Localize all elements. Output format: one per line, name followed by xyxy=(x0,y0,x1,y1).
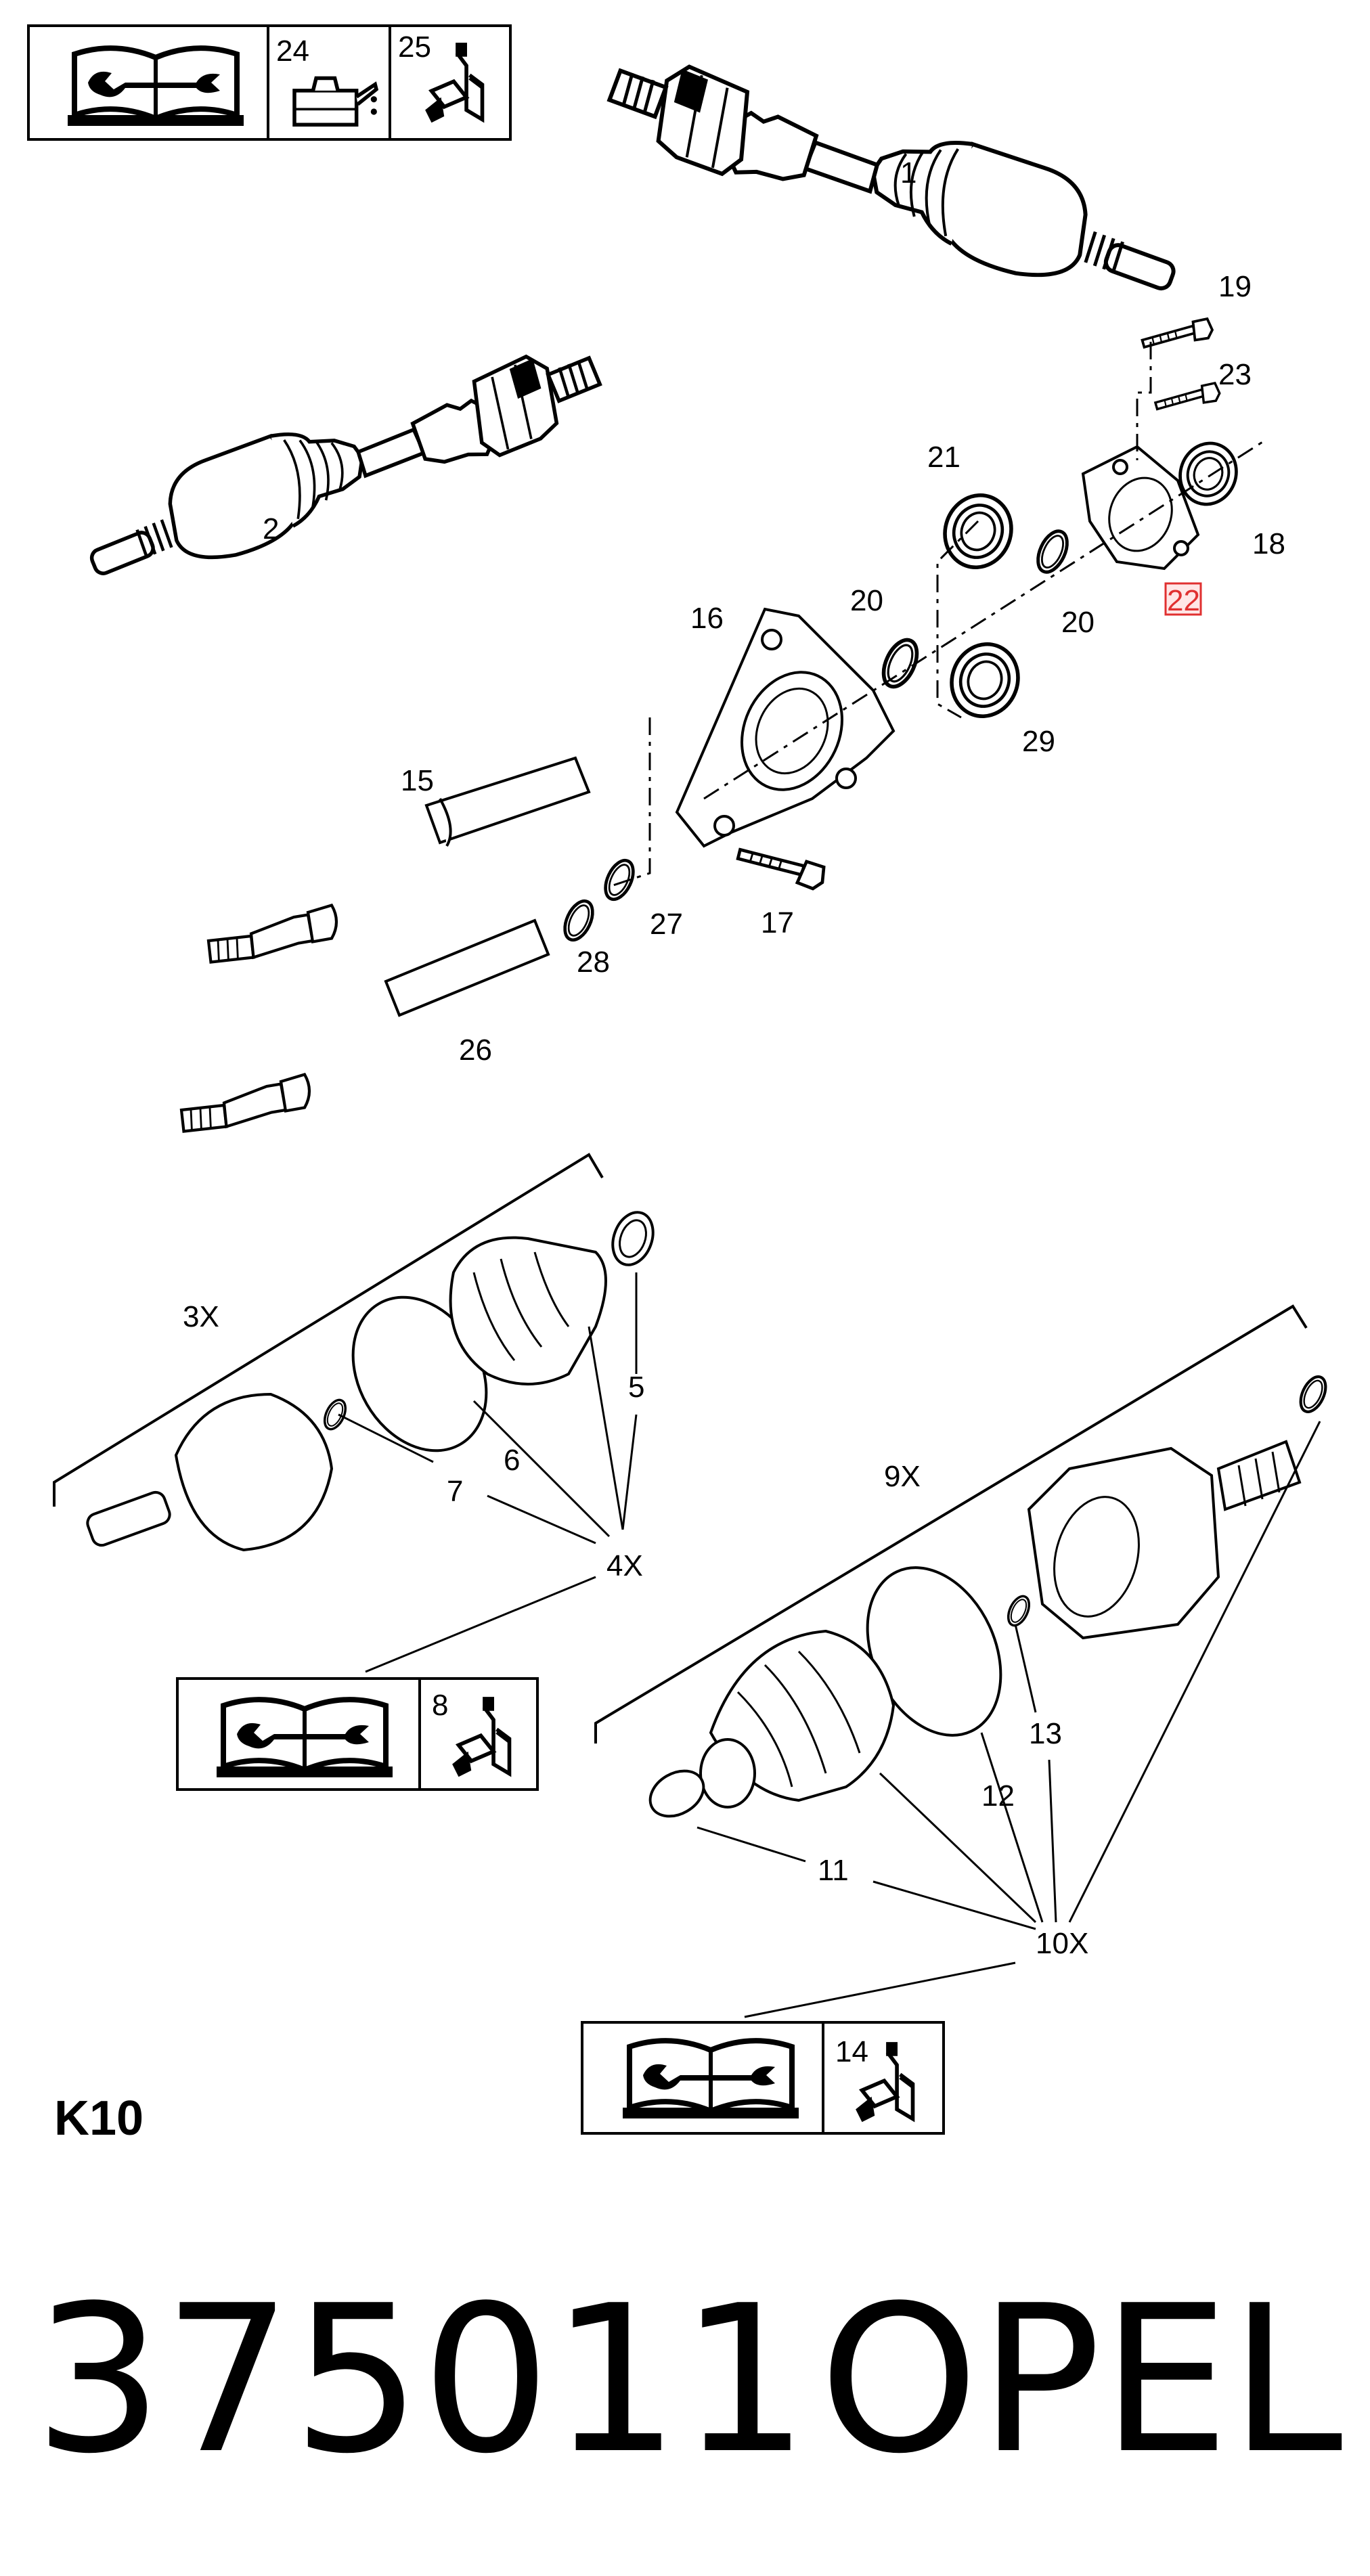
figure-code: K10 xyxy=(54,2091,143,2146)
tool-box-top: 24 25 xyxy=(27,24,512,141)
intermediate-shaft-15: 15 xyxy=(208,756,591,962)
callout-18: 18 xyxy=(1252,527,1285,560)
callout-20-right: 20 xyxy=(1061,606,1095,639)
callout-1: 1 xyxy=(900,156,916,190)
brand-name: OPEL xyxy=(819,2262,1344,2498)
callout-20-left: 20 xyxy=(850,584,883,617)
callout-10x: 10X xyxy=(1036,1927,1088,1960)
callout-13: 13 xyxy=(1029,1717,1062,1750)
bearing-bracket-assembly: 16 17 20 21 29 20 18 19 23 xyxy=(675,270,1285,939)
callout-2: 2 xyxy=(263,512,279,546)
callout-28: 28 xyxy=(577,946,610,979)
callout-4x: 4X xyxy=(606,1549,643,1582)
drive-shaft-1: 1 xyxy=(594,56,1194,295)
callout-8: 8 xyxy=(432,1689,448,1722)
callout-19: 19 xyxy=(1218,270,1252,303)
seal-rings-27-28: 27 28 xyxy=(559,717,683,979)
callout-5: 5 xyxy=(628,1371,644,1404)
callout-6: 6 xyxy=(504,1444,520,1477)
callout-26: 26 xyxy=(459,1034,492,1067)
callout-21: 21 xyxy=(927,441,960,474)
callout-23: 23 xyxy=(1218,358,1252,391)
callout-25: 25 xyxy=(398,30,431,64)
drive-shaft-2: 2 xyxy=(69,345,619,579)
callout-16: 16 xyxy=(690,602,724,635)
callout-22-highlight xyxy=(1164,582,1202,616)
callout-15: 15 xyxy=(401,764,434,797)
intermediate-shaft-26: 26 xyxy=(181,918,550,1132)
inner-joint-kit: 9X 13 12 11 10X xyxy=(581,1304,1331,2135)
callout-24: 24 xyxy=(276,35,309,68)
part-number: 375011 xyxy=(34,2262,809,2498)
callout-11: 11 xyxy=(818,1854,849,1887)
outer-joint-kit: 3X 5 6 7 4X 8 xyxy=(53,1153,655,1791)
callout-17: 17 xyxy=(761,906,794,939)
callout-29: 29 xyxy=(1022,725,1055,758)
callout-7: 7 xyxy=(447,1475,463,1508)
callout-3x: 3X xyxy=(183,1300,219,1333)
callout-27: 27 xyxy=(650,908,683,941)
callout-12: 12 xyxy=(981,1779,1015,1813)
callout-14: 14 xyxy=(835,2035,868,2068)
callout-22: 22 xyxy=(1167,584,1200,617)
callout-9x: 9X xyxy=(884,1460,921,1493)
